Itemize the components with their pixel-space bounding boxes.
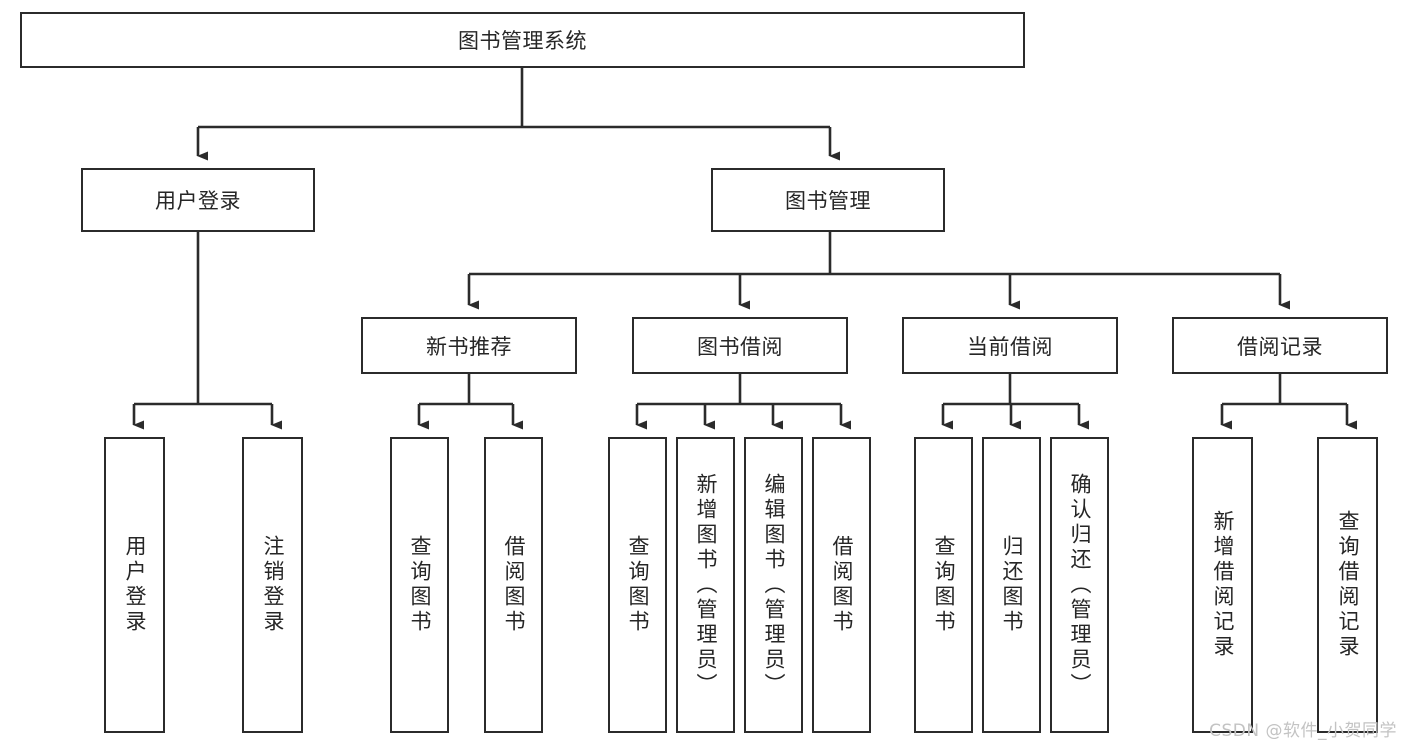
leaf-user-login-label: 用户登录 <box>123 535 147 635</box>
leaf-br-query-record-label: 查询借阅记录 <box>1336 510 1360 660</box>
leaf-nbr-borrow-book-label: 借阅图书 <box>502 535 526 635</box>
leaf-bb-edit-book-admin[interactable]: 编辑图书（管理员） <box>744 437 803 733</box>
leaf-nbr-query-book-label: 查询图书 <box>408 535 432 635</box>
leaf-cb-return-book[interactable]: 归还图书 <box>982 437 1041 733</box>
leaf-bb-add-book-admin[interactable]: 新增图书（管理员） <box>676 437 735 733</box>
leaf-cb-confirm-return-admin-label: 确认归还（管理员） <box>1068 472 1092 698</box>
leaf-bb-borrow-book-label: 借阅图书 <box>830 535 854 635</box>
node-borrow-record[interactable]: 借阅记录 <box>1172 317 1388 374</box>
leaf-logout[interactable]: 注销登录 <box>242 437 303 733</box>
leaf-nbr-borrow-book[interactable]: 借阅图书 <box>484 437 543 733</box>
node-current-borrow[interactable]: 当前借阅 <box>902 317 1118 374</box>
node-current-borrow-label: 当前借阅 <box>967 334 1053 359</box>
leaf-br-add-record-label: 新增借阅记录 <box>1211 510 1235 660</box>
leaf-user-login[interactable]: 用户登录 <box>104 437 165 733</box>
node-book-borrow-label: 图书借阅 <box>697 334 783 359</box>
leaf-cb-confirm-return-admin[interactable]: 确认归还（管理员） <box>1050 437 1109 733</box>
leaf-bb-query-book[interactable]: 查询图书 <box>608 437 667 733</box>
leaf-br-query-record[interactable]: 查询借阅记录 <box>1317 437 1378 733</box>
node-user-login[interactable]: 用户登录 <box>81 168 315 232</box>
node-book-borrow[interactable]: 图书借阅 <box>632 317 848 374</box>
leaf-cb-return-book-label: 归还图书 <box>1000 535 1024 635</box>
node-borrow-record-label: 借阅记录 <box>1237 334 1323 359</box>
node-root-label: 图书管理系统 <box>458 29 587 53</box>
node-new-book-recommend-label: 新书推荐 <box>426 334 512 359</box>
leaf-logout-label: 注销登录 <box>261 535 285 635</box>
leaf-bb-add-book-admin-label: 新增图书（管理员） <box>694 472 718 698</box>
leaf-cb-query-book-label: 查询图书 <box>932 535 956 635</box>
leaf-bb-query-book-label: 查询图书 <box>626 535 650 635</box>
leaf-cb-query-book[interactable]: 查询图书 <box>914 437 973 733</box>
leaf-bb-borrow-book[interactable]: 借阅图书 <box>812 437 871 733</box>
node-user-login-label: 用户登录 <box>155 189 241 213</box>
node-book-management-label: 图书管理 <box>785 189 871 213</box>
leaf-nbr-query-book[interactable]: 查询图书 <box>390 437 449 733</box>
leaf-br-add-record[interactable]: 新增借阅记录 <box>1192 437 1253 733</box>
node-book-management[interactable]: 图书管理 <box>711 168 945 232</box>
node-new-book-recommend[interactable]: 新书推荐 <box>361 317 577 374</box>
node-root[interactable]: 图书管理系统 <box>20 12 1025 68</box>
leaf-bb-edit-book-admin-label: 编辑图书（管理员） <box>762 472 786 698</box>
watermark-text: CSDN @软件_小贺同学 <box>1209 721 1397 741</box>
